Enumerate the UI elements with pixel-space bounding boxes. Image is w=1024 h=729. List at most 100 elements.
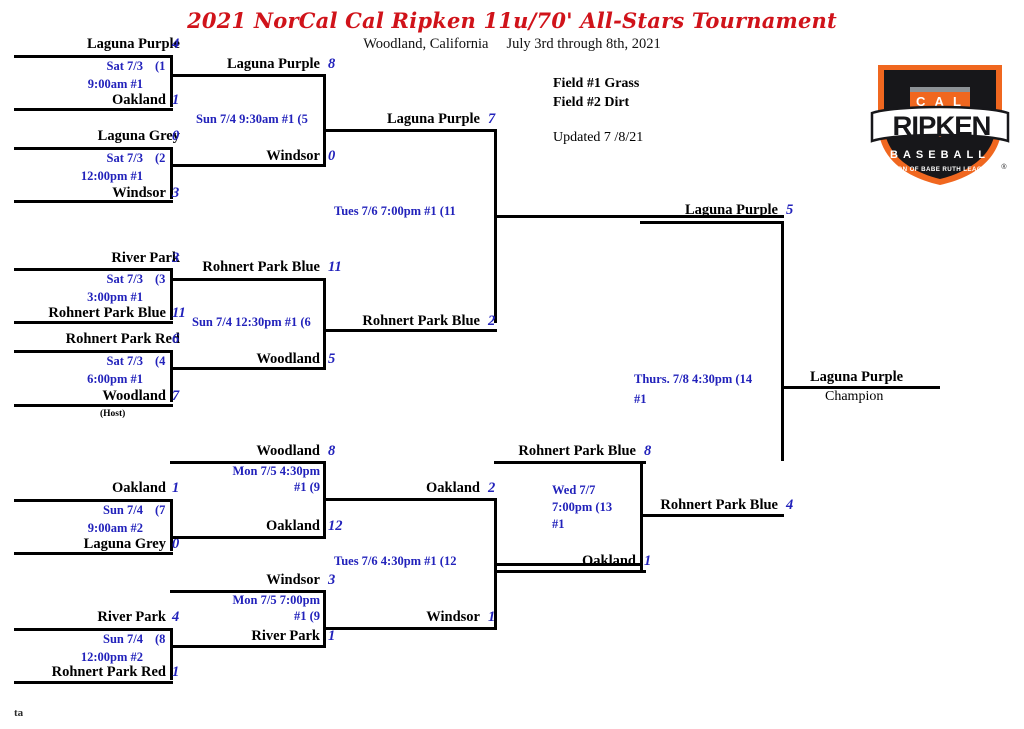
- bracket-line: [781, 386, 940, 389]
- bracket-line: [170, 536, 326, 539]
- team-score: 7: [488, 111, 496, 127]
- bracket-line: [494, 215, 784, 218]
- game-number: (2: [155, 151, 166, 165]
- game-info: 3:00pm #1: [87, 290, 143, 304]
- team-name: Rohnert Park Blue: [202, 259, 320, 275]
- team-score: 1: [172, 92, 180, 108]
- bracket-line: [14, 628, 173, 631]
- team-score: 11: [172, 305, 186, 321]
- game-info: Sat 7/3: [106, 354, 143, 368]
- team-name: Oakland: [266, 518, 320, 534]
- game-info: #1: [634, 392, 647, 406]
- team-score: 7: [172, 388, 180, 404]
- game-info: Mon 7/5 4:30pm: [232, 464, 321, 478]
- team-name: Laguna Grey: [83, 536, 166, 552]
- team-score: 8: [328, 443, 336, 459]
- game-info: Sat 7/3: [106, 151, 143, 165]
- team-name: Oakland: [426, 480, 480, 496]
- bracket-line: [640, 221, 784, 224]
- bracket-line: [170, 645, 326, 648]
- field1-label: Field #1 Grass: [553, 76, 640, 91]
- bracket-line: [14, 350, 173, 353]
- bracket-line: [14, 200, 173, 203]
- team-score: 2: [488, 313, 496, 329]
- team-score: 11: [328, 259, 342, 275]
- game-info: #1: [552, 517, 565, 531]
- page-title: 2021 NorCal Cal Ripken 11u/70' All-Stars…: [187, 8, 837, 33]
- team-name: River Park: [251, 628, 320, 644]
- team-score: 5: [328, 351, 336, 367]
- team-score: 0: [172, 536, 180, 552]
- bracket-line: [170, 590, 326, 593]
- bracket-line: [494, 461, 646, 464]
- game-number: (8: [155, 632, 166, 646]
- team-name: Laguna Purple: [684, 202, 778, 218]
- bracket-line: [781, 221, 784, 461]
- bracket-line: [170, 278, 326, 281]
- game-number: (7: [155, 503, 166, 517]
- game-number: (3: [155, 272, 166, 286]
- team-score: 5: [786, 202, 794, 218]
- field2-label: Field #2 Dirt: [553, 95, 630, 110]
- bracket-line: [14, 147, 173, 150]
- game-info: Sun 7/4 12:30pm #1 (6: [192, 315, 311, 329]
- game-info: 9:00am #1: [87, 77, 143, 91]
- svg-text:®: ®: [1001, 163, 1007, 171]
- team-score: 12: [328, 518, 343, 534]
- bracket-line: [14, 499, 173, 502]
- team-name: Windsor: [426, 609, 480, 625]
- bracket-line: [170, 461, 326, 464]
- bracket-line: [323, 74, 326, 164]
- svg-text:C A L: C A L: [916, 94, 964, 109]
- dates-text: July 3rd through 8th, 2021: [506, 36, 661, 52]
- team-score: 1: [644, 553, 652, 569]
- team-score: 1: [328, 628, 336, 644]
- bracket-line: [14, 268, 173, 271]
- bracket-line: [14, 321, 173, 324]
- game-info: Mon 7/5 7:00pm: [232, 593, 321, 607]
- bracket-line: [170, 55, 173, 107]
- team-name: Rohnert Park Blue: [48, 305, 166, 321]
- team-name: Laguna Purple: [86, 36, 180, 52]
- bracket-line: [170, 367, 326, 370]
- game-info: Sun 7/4 9:30am #1 (5: [196, 112, 308, 126]
- team-name: Oakland: [582, 553, 636, 569]
- game-info: Sat 7/3: [106, 59, 143, 73]
- champion-team-name: Laguna Purple: [810, 369, 904, 385]
- bracket-line: [323, 627, 497, 630]
- team-name: Windsor: [266, 572, 320, 588]
- team-score: 0: [172, 128, 180, 144]
- bracket-line: [323, 278, 326, 368]
- team-name: Woodland: [256, 443, 320, 459]
- svg-text:A DIVISION OF BABE RUTH LEAGUE: A DIVISION OF BABE RUTH LEAGUE, INC.: [870, 166, 1009, 173]
- champion-label: Champion: [825, 389, 884, 404]
- logo-svg: C A L RIPKEN BASEBALL A DIVISION OF BABE…: [870, 65, 1009, 185]
- bracket-line: [170, 628, 173, 680]
- team-score: 1: [488, 609, 496, 625]
- bracket-line: [323, 590, 326, 645]
- updated-label: Updated 7 /8/21: [553, 130, 644, 145]
- team-name: River Park: [111, 250, 180, 266]
- bracket-line: [323, 329, 497, 332]
- team-score: 8: [328, 56, 336, 72]
- team-score: 1: [172, 480, 180, 496]
- game-info: Sun 7/4: [103, 632, 143, 646]
- game-info: 6:00pm #1: [87, 372, 143, 386]
- team-name: Windsor: [112, 185, 166, 201]
- team-name: Laguna Purple: [386, 111, 480, 127]
- game-info: Tues 7/6 7:00pm #1 (11: [334, 204, 456, 218]
- bracket-line: [323, 129, 497, 132]
- game-info: Thurs. 7/8 4:30pm (14: [634, 372, 753, 386]
- bracket-line: [14, 108, 173, 111]
- team-score: 3: [172, 185, 180, 201]
- team-score: 3: [328, 572, 336, 588]
- bracket-line: [170, 268, 173, 320]
- team-name: Rohnert Park Red: [51, 664, 166, 680]
- footer-note: ta: [14, 707, 24, 719]
- team-name: River Park: [97, 609, 166, 625]
- svg-text:RIPKEN: RIPKEN: [893, 110, 991, 141]
- team-score: 0: [328, 148, 336, 164]
- bracket-line: [494, 563, 640, 566]
- game-info: #1 (9: [293, 609, 320, 623]
